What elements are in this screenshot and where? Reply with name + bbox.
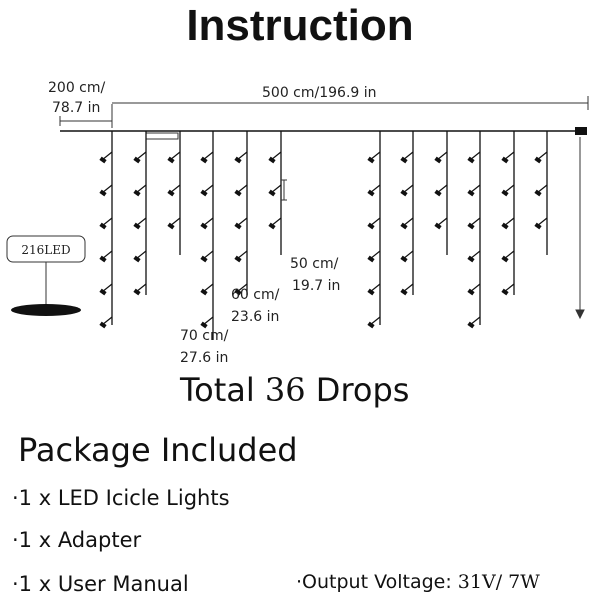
led-bulb <box>467 189 475 197</box>
total-drops: Total 36 Drops <box>180 370 409 410</box>
voltage-value: 31V/ 7W <box>457 571 540 593</box>
led-bulb <box>99 222 107 230</box>
led-bulb <box>234 288 242 296</box>
drop-marker <box>281 179 287 201</box>
drop-short-in: 19.7 in <box>292 278 340 294</box>
led-bulb <box>167 189 175 197</box>
led-bulb <box>200 222 208 230</box>
lead-length-cm: 200 cm/ <box>48 80 106 96</box>
led-bulb <box>367 189 375 197</box>
lead-length-in: 78.7 in <box>52 100 100 116</box>
led-bulb <box>133 156 141 164</box>
led-bulb <box>501 156 509 164</box>
led-bulb <box>133 189 141 197</box>
led-bulb <box>434 156 442 164</box>
led-bulb <box>501 255 509 263</box>
led-bulb <box>400 222 408 230</box>
led-bulb <box>367 321 375 329</box>
led-bulb <box>400 288 408 296</box>
cable-clip <box>145 132 179 140</box>
led-bulb <box>467 255 475 263</box>
led-bulb <box>200 156 208 164</box>
led-bulb <box>133 255 141 263</box>
package-item: ·1 x User Manual <box>12 572 189 596</box>
total-count: 36 <box>264 371 306 409</box>
end-plug <box>575 127 587 135</box>
output-voltage: ·Output Voltage: 31V/ 7W <box>296 568 540 596</box>
led-bulb <box>367 222 375 230</box>
led-bulb <box>99 321 107 329</box>
total-length: 500 cm/196.9 in <box>262 85 377 101</box>
led-bulb <box>367 255 375 263</box>
led-bulb <box>200 189 208 197</box>
led-bulb <box>467 156 475 164</box>
led-bulb <box>167 222 175 230</box>
drop-short-cm: 50 cm/ <box>290 256 339 272</box>
voltage-label: ·Output Voltage: <box>296 571 458 593</box>
drop-long-cm: 70 cm/ <box>180 328 229 344</box>
led-bulb <box>99 288 107 296</box>
led-bulb <box>534 189 542 197</box>
led-bulb <box>167 156 175 164</box>
led-bulb <box>501 288 509 296</box>
led-bulb <box>200 288 208 296</box>
led-bulb <box>400 189 408 197</box>
led-bulb <box>467 321 475 329</box>
led-bulb <box>400 156 408 164</box>
package-title: Package Included <box>18 431 298 469</box>
drop-strands <box>99 131 548 340</box>
led-bulb <box>99 255 107 263</box>
led-bulb <box>434 222 442 230</box>
total-suffix: Drops <box>305 371 410 409</box>
led-bulb <box>99 189 107 197</box>
length-dimension-line <box>112 96 589 110</box>
led-bulb <box>467 288 475 296</box>
led-bulb <box>534 156 542 164</box>
led-bulb <box>467 222 475 230</box>
led-bulb <box>501 189 509 197</box>
led-bulb <box>133 222 141 230</box>
led-bulb <box>268 156 276 164</box>
drop-mid-in: 23.6 in <box>231 309 279 325</box>
led-bulb <box>367 288 375 296</box>
led-bulb <box>400 255 408 263</box>
led-bulb <box>200 321 208 329</box>
led-bulb <box>234 156 242 164</box>
total-prefix: Total <box>180 371 265 409</box>
package-item: ·1 x Adapter <box>12 528 142 552</box>
height-arrow <box>575 137 585 320</box>
drop-long-in: 27.6 in <box>180 350 228 366</box>
led-bulb <box>434 189 442 197</box>
drop-mid-cm: 60 cm/ <box>231 287 280 303</box>
led-bulb <box>534 222 542 230</box>
adapter-base <box>11 304 81 316</box>
led-bulb <box>268 222 276 230</box>
package-item: ·1 x LED Icicle Lights <box>12 486 230 510</box>
led-count-label: 216LED <box>21 243 70 257</box>
led-bulb <box>234 189 242 197</box>
led-bulb <box>367 156 375 164</box>
led-bulb <box>234 222 242 230</box>
led-bulb <box>200 255 208 263</box>
page-title: Instruction <box>186 1 414 50</box>
lead-dimension-line <box>59 104 113 128</box>
led-bulb <box>268 189 276 197</box>
led-bulb <box>99 156 107 164</box>
led-bulb <box>133 288 141 296</box>
led-bulb <box>234 255 242 263</box>
led-bulb <box>501 222 509 230</box>
